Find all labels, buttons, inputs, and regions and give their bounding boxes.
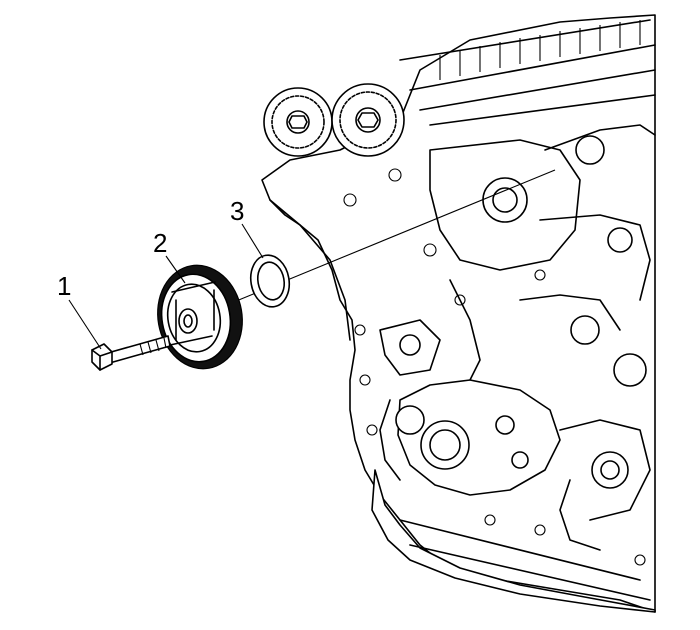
engine-block <box>261 14 656 613</box>
water-pump <box>397 379 561 496</box>
sprocket <box>157 264 243 370</box>
cam-cover-ribs <box>439 20 641 80</box>
callout-label-1: 1 <box>57 271 71 301</box>
upper-cam-sprocket-right <box>331 83 405 157</box>
callout-label-3: 3 <box>230 196 244 226</box>
callout-2: 2 <box>153 228 186 284</box>
bolt <box>91 335 171 371</box>
alignment-line <box>189 169 556 321</box>
callout-label-2: 2 <box>153 228 167 258</box>
upper-cam-sprocket-left <box>263 87 333 157</box>
callout-3: 3 <box>230 196 264 259</box>
seal-ring <box>249 254 291 308</box>
callout-1: 1 <box>57 271 102 350</box>
